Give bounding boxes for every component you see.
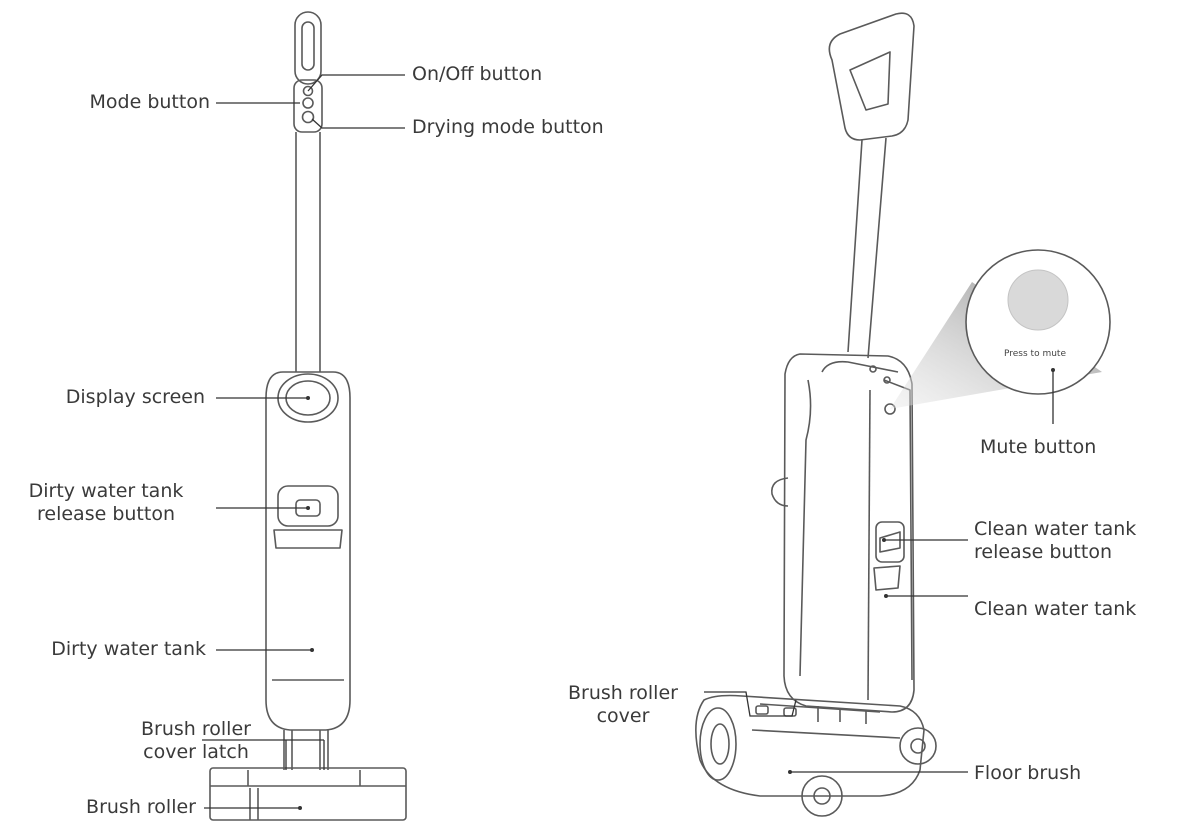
leader-lines xyxy=(202,74,1054,809)
label-dirty-release-line1: Dirty water tank xyxy=(28,480,184,502)
label-roller-cover-line1: Brush roller xyxy=(568,682,678,704)
label-on-off-button: On/Off button xyxy=(412,63,543,85)
label-clean-water-tank: Clean water tank xyxy=(974,598,1137,620)
label-brush-roller-cover: Brush roller cover xyxy=(548,682,698,728)
label-drying-mode-button: Drying mode button xyxy=(412,116,604,138)
label-clean-release-line2: release button xyxy=(974,541,1112,563)
front-shaft xyxy=(295,132,321,372)
drying-button-mark xyxy=(301,110,315,124)
label-clean-release-line1: Clean water tank xyxy=(974,518,1137,540)
front-body xyxy=(265,371,351,731)
front-button-panel xyxy=(293,79,323,133)
mode-button-mark xyxy=(302,97,314,109)
label-brush-roller: Brush roller xyxy=(86,796,196,818)
label-dirty-water-tank: Dirty water tank xyxy=(51,638,206,660)
angled-body xyxy=(783,353,915,713)
mute-button-mark xyxy=(884,403,896,415)
leader-roller-cover xyxy=(704,691,797,717)
angled-wheel-front xyxy=(899,727,937,765)
label-latch-line1: Brush roller xyxy=(141,718,251,740)
label-floor-brush: Floor brush xyxy=(974,762,1082,784)
leader-on-off xyxy=(307,74,405,92)
angled-shaft xyxy=(847,137,887,359)
angled-floor-brush xyxy=(695,694,925,797)
label-press-to-mute: Press to mute xyxy=(1004,349,1066,359)
on-off-button-mark xyxy=(302,85,314,97)
angled-wheel-rear xyxy=(801,775,843,817)
front-floor-brush xyxy=(209,767,407,821)
front-handle xyxy=(294,11,322,85)
mute-button-enlarged xyxy=(1007,269,1069,331)
leader-drying xyxy=(311,118,405,129)
label-mute-button: Mute button xyxy=(980,436,1097,458)
label-dirty-water-tank-release-button: Dirty water tank release button xyxy=(0,480,212,526)
dirty-tank-release-recess xyxy=(277,485,339,527)
label-brush-roller-cover-latch: Brush roller cover latch xyxy=(96,718,296,764)
angled-view-vacuum xyxy=(695,12,937,817)
label-roller-cover-line2: cover xyxy=(596,705,650,727)
label-latch-line2: cover latch xyxy=(143,741,249,763)
label-dirty-release-line2: release button xyxy=(37,503,175,525)
front-view-vacuum xyxy=(209,11,407,821)
clean-tank-release-recess xyxy=(875,521,905,563)
leader-latch xyxy=(202,739,325,770)
angled-brush-roller xyxy=(699,707,737,781)
label-mode-button: Mode button xyxy=(89,91,210,113)
angled-handle xyxy=(828,12,915,141)
label-display-screen: Display screen xyxy=(65,386,205,408)
label-clean-water-tank-release-button: Clean water tank release button xyxy=(974,518,1136,564)
